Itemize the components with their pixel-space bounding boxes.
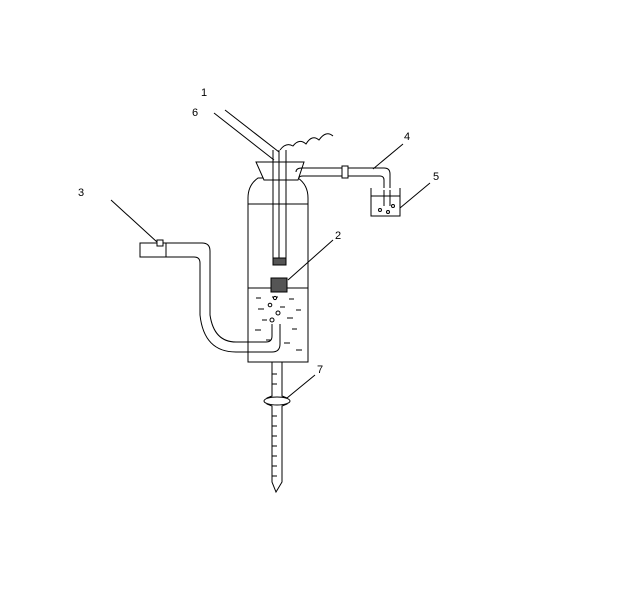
- sample-block: [270, 277, 288, 293]
- bubbles: [267, 295, 281, 323]
- beaker: [370, 188, 401, 217]
- stopper: [255, 161, 305, 181]
- label-4: 4: [404, 131, 410, 143]
- wire: [279, 133, 334, 151]
- label-7: 7: [317, 364, 323, 376]
- label-1: 1: [201, 87, 207, 99]
- inner-tube: [272, 150, 287, 266]
- inlet-tube: [139, 239, 281, 353]
- label-3: 3: [78, 187, 84, 199]
- label-2: 2: [335, 230, 341, 242]
- graduated-tube: [263, 361, 291, 494]
- outlet-tube: [295, 165, 391, 210]
- label-6: 6: [192, 107, 198, 119]
- leader-lines: [110, 109, 431, 399]
- label-5: 5: [433, 171, 439, 183]
